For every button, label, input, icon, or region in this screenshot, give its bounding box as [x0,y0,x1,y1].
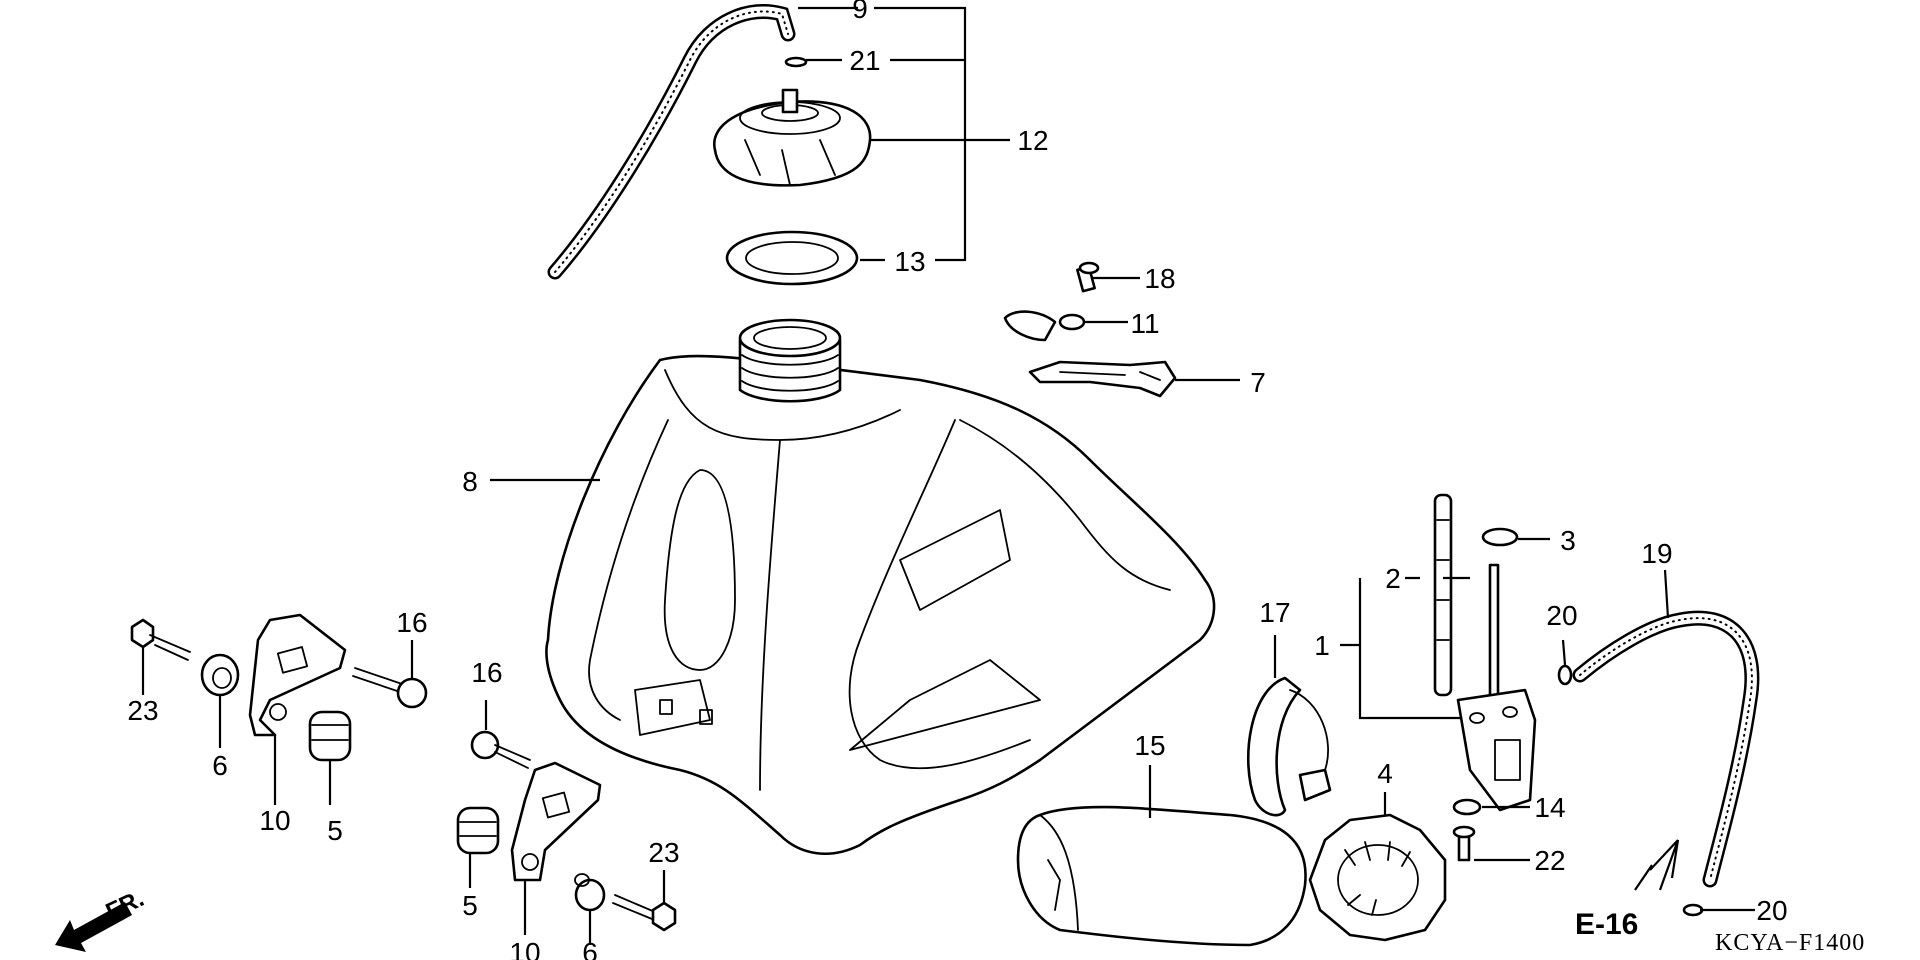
leader-lines [141,6,1755,945]
callout-5-right: 5 [462,890,478,921]
fuel-tank [545,318,1216,856]
bolt-16-left [352,667,428,709]
rubber-5-right [456,806,500,855]
callout-15: 15 [1134,730,1165,761]
cap-gasket [725,230,859,286]
callout-23-right: 23 [648,837,679,868]
callout-5-left: 5 [327,815,343,846]
mount-plate-10-right [510,761,602,882]
hose-clip [784,56,808,68]
callout-23-left: 23 [127,695,158,726]
breather-hose [547,3,796,280]
insulator [1308,813,1447,942]
tube-clip [1682,903,1704,917]
fuel-strainer [1433,493,1453,697]
callout-10-left: 10 [259,805,290,836]
callout-20-lower: 20 [1756,895,1787,926]
mount-bolt [1076,261,1100,293]
callout-10-right: 10 [509,937,540,960]
fuel-tube [1572,610,1760,888]
diagram-code: KCYA−F1400 [1715,930,1865,956]
callout-16-left: 16 [396,607,427,638]
fuel-valve [1456,563,1537,812]
bolt-16-right [470,730,531,769]
collar-6-right [574,873,606,912]
tank-bracket [1028,360,1177,398]
tube-clip [1557,664,1573,686]
front-arrow-icon [55,902,132,952]
callout-13: 13 [894,246,925,277]
mount-plate-10-left [248,613,347,737]
washer [1003,310,1086,342]
bolt-23-right [612,894,677,932]
heat-guard [1016,805,1307,947]
callout-9: 9 [852,0,868,24]
o-ring [1481,527,1519,547]
callout-17: 17 [1259,597,1290,628]
callout-1: 1 [1314,630,1330,661]
reference-label: E-16 [1575,908,1638,941]
callout-2: 2 [1385,563,1401,594]
callout-20-upper: 20 [1546,600,1577,631]
callout-8: 8 [462,466,478,497]
valve-washer [1452,798,1482,816]
callout-4: 4 [1377,758,1393,789]
callout-16-right: 16 [471,657,502,688]
callout-12: 12 [1017,125,1048,156]
callout-11: 11 [1130,308,1159,339]
callout-labels: 9 21 12 13 18 11 7 8 3 2 1 19 20 17 15 4… [127,0,1787,960]
callout-19: 19 [1641,538,1672,569]
valve-screw [1452,825,1476,862]
callout-6-left: 6 [212,750,228,781]
fuel-cap [712,88,872,187]
callout-18: 18 [1144,263,1175,294]
callout-22: 22 [1534,845,1565,876]
callout-21: 21 [849,45,880,76]
bolt-23-left [130,618,191,661]
collar-6-left [200,653,240,697]
tank-band [1246,676,1332,817]
callout-6-right: 6 [582,937,598,960]
rubber-5-left [308,710,352,762]
callout-7: 7 [1250,367,1266,398]
callout-3: 3 [1560,525,1576,556]
callout-14: 14 [1534,792,1565,823]
